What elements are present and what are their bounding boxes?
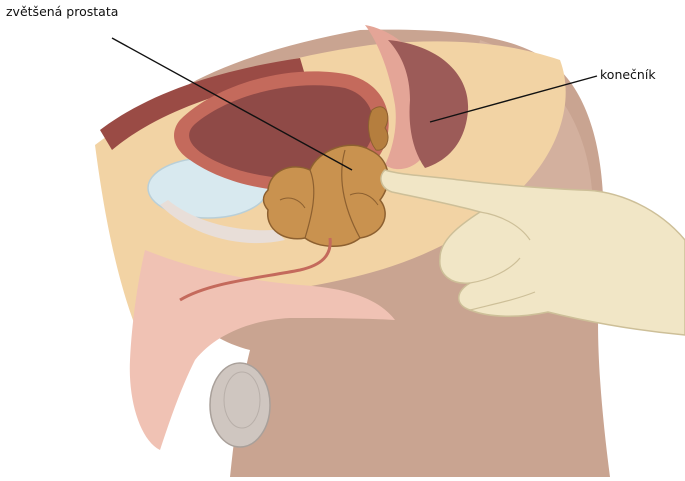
- testis: [210, 363, 270, 447]
- label-enlarged-prostate: zvětšená prostata: [6, 4, 118, 19]
- label-rectum: konečník: [600, 67, 656, 82]
